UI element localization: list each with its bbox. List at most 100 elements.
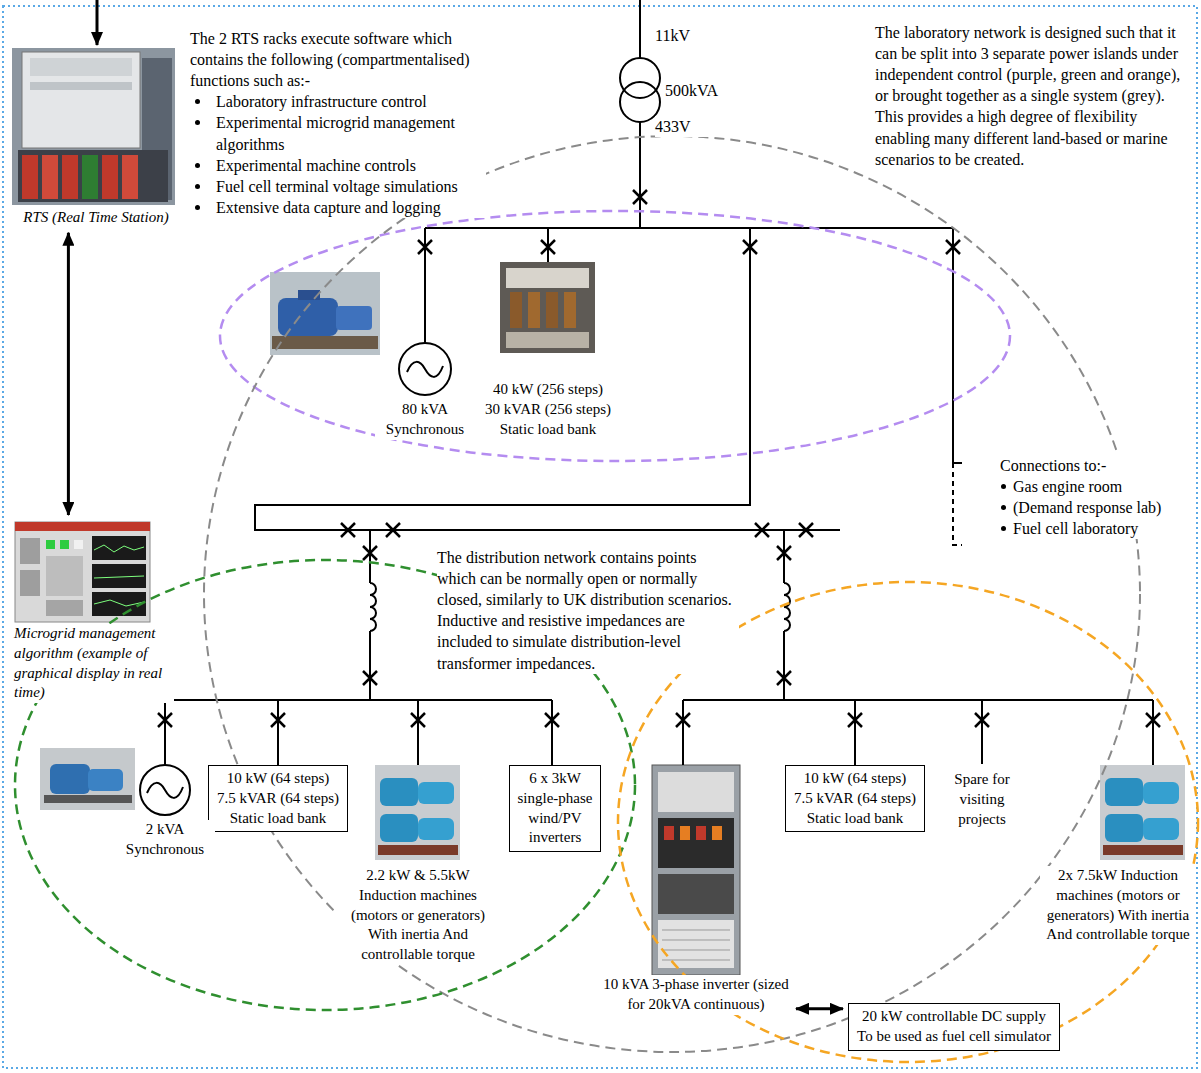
circuit-breaker — [386, 523, 400, 537]
rts-photo — [30, 82, 132, 90]
microgrid-display-photo — [20, 538, 40, 564]
inverter-photo — [658, 818, 734, 868]
text-group: Connections to:-Gas engine room(Demand r… — [1000, 455, 1195, 539]
annotation-text: 80 kVA Synchronous — [375, 400, 475, 440]
circuit-breaker — [1146, 713, 1160, 727]
inverter-photo — [658, 772, 734, 812]
microgrid-display-photo — [46, 556, 83, 596]
rts-photo — [82, 155, 98, 199]
induction-machine-photo — [1100, 765, 1185, 860]
rts-photo — [18, 150, 168, 202]
circuit-breaker — [411, 713, 425, 727]
bullet-item: Extensive data capture and logging — [190, 197, 486, 218]
microgrid-display-photo — [92, 592, 146, 616]
annotation-text: 11kV — [655, 25, 725, 46]
rts-photo — [122, 155, 138, 199]
load-bank-photo — [528, 292, 540, 328]
network-wire — [683, 530, 1153, 700]
induction-machine-photo — [375, 765, 460, 860]
rts-photo — [12, 48, 175, 205]
connector-arrow — [796, 1007, 843, 1010]
rts-photo — [22, 52, 140, 148]
induction-machine-photo — [1143, 782, 1179, 804]
transformer-symbol — [620, 58, 660, 122]
inverter-box: 6 x 3kW single-phase wind/PV inverters — [509, 765, 601, 852]
induction-machine-photo — [378, 845, 458, 855]
inverter-photo — [712, 826, 722, 840]
circuit-breaker — [271, 713, 285, 727]
circuit-breaker — [848, 713, 862, 727]
label-box: 80 kVA Synchronous — [375, 400, 475, 440]
rts-photo — [30, 58, 132, 76]
machine-photo — [88, 769, 123, 791]
load-bank-box: 10 kW (64 steps) 7.5 kVAR (64 steps) Sta… — [208, 765, 348, 832]
circuit-breaker — [975, 713, 989, 727]
connector-arrow — [67, 233, 70, 515]
microgrid-display-photo — [15, 522, 150, 531]
photo-caption-node: RTS (Real Time Station) — [12, 46, 180, 228]
text-group: The 2 RTS racks execute software which c… — [190, 28, 486, 218]
transformer-symbol — [620, 82, 660, 122]
induction-machine-photo — [1105, 778, 1143, 806]
annotation-text: Spare for visiting projects — [944, 770, 1020, 829]
induction-machine-photo — [418, 782, 454, 804]
label-box: 2x 7.5kW Induction machines (motors or g… — [1040, 866, 1196, 945]
machine-photo — [278, 298, 338, 336]
machine-photo — [336, 306, 372, 330]
circuit-breaker — [541, 240, 555, 254]
generator-symbol — [140, 765, 190, 815]
annotation-text: 40 kW (256 steps) 30 kVAR (256 steps) St… — [473, 380, 623, 439]
bullet-item: Laboratory infrastructure control — [190, 91, 486, 112]
inverter-photo — [662, 930, 730, 960]
circuit-breaker — [777, 546, 791, 560]
label-box: 11kV — [655, 25, 725, 46]
label-box: 2.2 kW & 5.5kW Induction machines (motor… — [337, 866, 499, 965]
impedance-coil — [370, 583, 376, 631]
circuit-breaker — [633, 190, 647, 204]
induction-machine-photo — [375, 765, 460, 860]
load-bank-photo — [564, 292, 576, 328]
generator-symbol — [399, 343, 451, 395]
photo-caption-node: 10 kVA 3-phase inverter (sized for 20kVA… — [601, 765, 791, 1015]
purple-island-outline — [220, 211, 1010, 461]
label-box: The laboratory network is designed such … — [875, 22, 1193, 170]
annotation-text: 2x 7.5kW Induction machines (motors or g… — [1040, 866, 1196, 945]
induction-machine-photo — [380, 778, 418, 806]
network-wire — [165, 700, 552, 765]
bullet-item: Experimental machine controls — [190, 155, 486, 176]
circuit-breaker — [799, 523, 813, 537]
transformer-symbol — [620, 58, 660, 98]
bullet-item: Fuel cell laboratory — [1000, 518, 1195, 539]
circuit-breaker — [341, 523, 355, 537]
label-box: 2 kVA Synchronous — [115, 820, 215, 860]
inverter-photo — [658, 920, 734, 968]
machine-photo — [50, 764, 90, 794]
network-wire — [639, 0, 641, 228]
load-bank-photo — [500, 262, 595, 353]
rts-photo — [22, 155, 38, 199]
annotation-text: 2 kVA Synchronous — [115, 820, 215, 860]
circuit-breaker — [676, 713, 690, 727]
machine-photo — [270, 272, 380, 355]
impedance-coil — [784, 583, 790, 631]
induction-machine-photo — [1105, 814, 1143, 842]
bullet-item: Experimental microgrid management algori… — [190, 112, 486, 154]
photo-caption: 10 kVA 3-phase inverter (sized for 20kVA… — [601, 975, 791, 1015]
machine-photo — [40, 748, 135, 810]
load-bank-photo — [500, 262, 595, 353]
photo-caption: Microgrid management algorithm (example … — [14, 624, 174, 703]
circuit-breaker — [418, 240, 432, 254]
note-text: The 2 RTS racks execute software which c… — [190, 28, 486, 91]
generator-symbol — [407, 362, 443, 377]
circuit-breaker — [158, 713, 172, 727]
load-bank-photo — [506, 332, 589, 348]
rts-photo — [102, 155, 118, 199]
microgrid-display-photo — [74, 540, 83, 549]
generator-symbol — [147, 783, 183, 798]
photo-caption: RTS (Real Time Station) — [12, 208, 180, 228]
circuit-breaker — [755, 523, 769, 537]
circuit-breaker — [743, 240, 757, 254]
photo-caption-node: Microgrid management algorithm (example … — [14, 520, 174, 703]
circuit-breaker — [363, 671, 377, 685]
